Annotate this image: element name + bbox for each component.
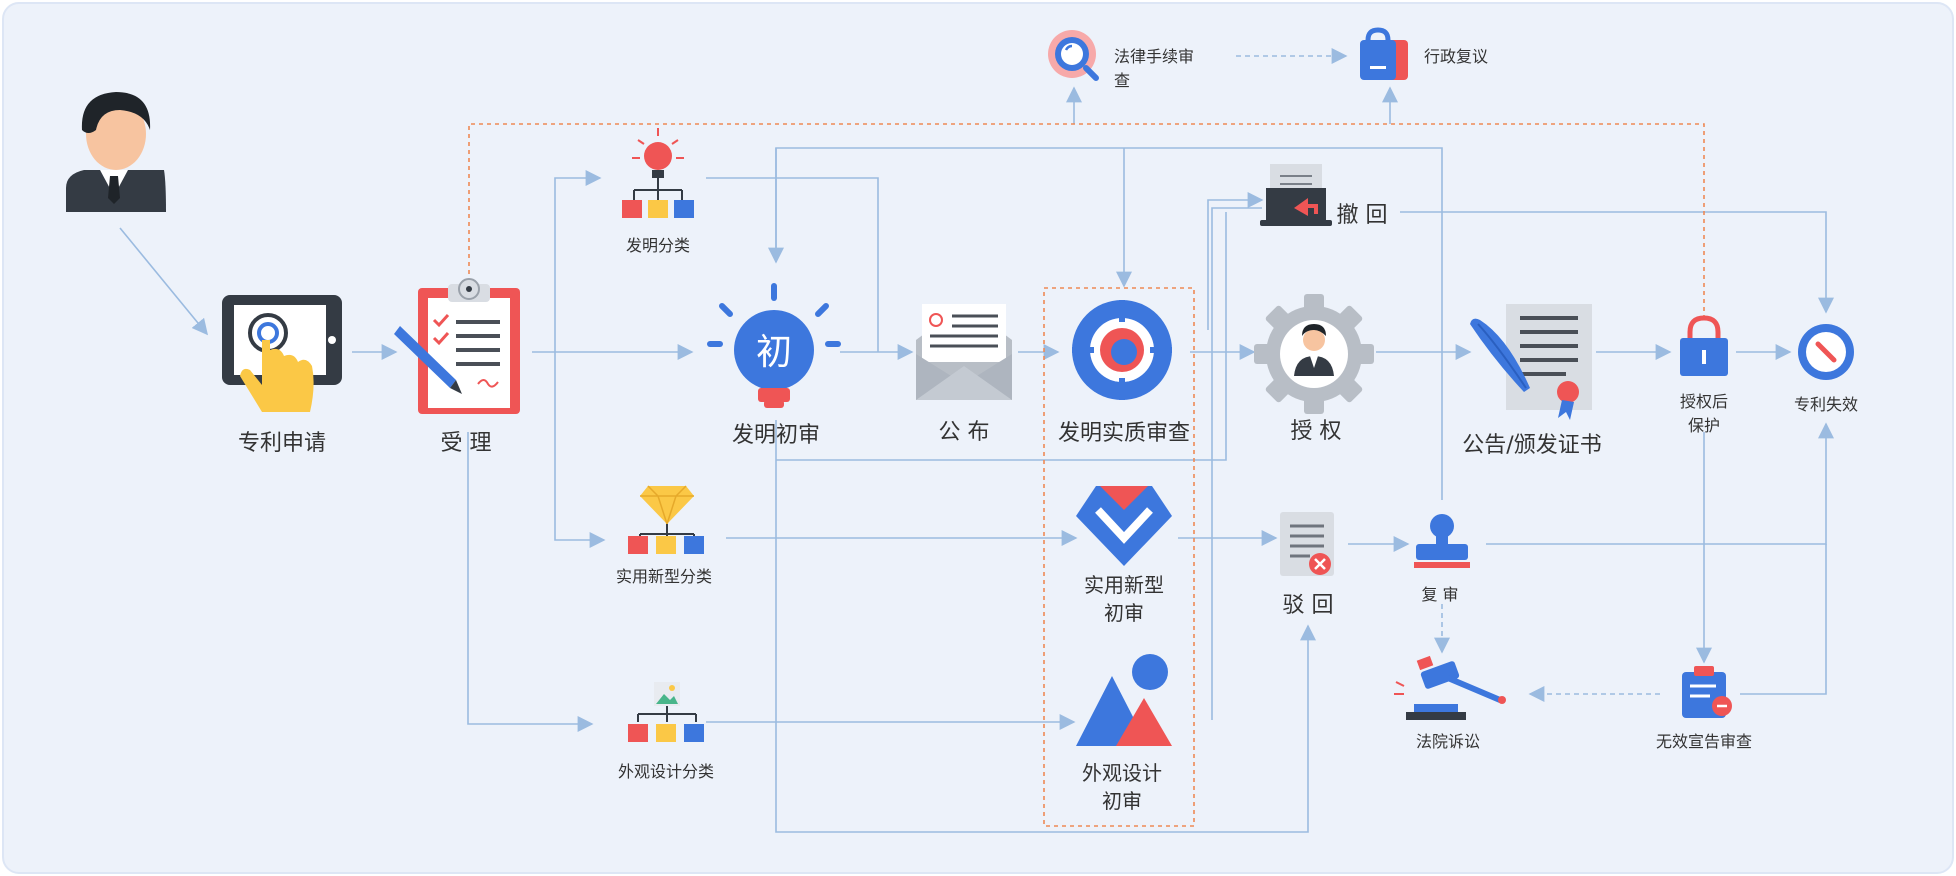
node-label-protect-2: 保护 [1688, 416, 1720, 435]
publish-icon [916, 304, 1012, 400]
node-label-invention-classify: 发明分类 [626, 236, 690, 255]
node-label-design-prelim-1: 外观设计 [1082, 761, 1162, 785]
node-label-apply: 专利申请 [238, 431, 326, 456]
connector-prelim-withdraw [776, 212, 1227, 461]
reexam-icon [1414, 514, 1470, 568]
connector-to-withdraw [1207, 192, 1264, 330]
node-label-court: 法院诉讼 [1416, 732, 1480, 751]
invention-prelim-icon: 初 [707, 283, 841, 408]
node-label-grant: 授 权 [1291, 419, 1342, 444]
connector-accept-design-classify [467, 432, 594, 732]
grant-icon [1254, 294, 1374, 414]
node-label-design-classify: 外观设计分类 [618, 762, 714, 781]
prelim-char: 初 [756, 332, 792, 373]
utility-prelim-icon [1076, 486, 1172, 566]
node-label-reexam: 复 审 [1421, 585, 1458, 604]
utility-classify-icon [628, 485, 704, 554]
node-label-utility-prelim-2: 初审 [1104, 601, 1144, 625]
node-label-substantive: 发明实质审查 [1058, 421, 1190, 446]
connector-inv-classify-publish [706, 177, 879, 352]
node-label-admin-review: 行政复议 [1424, 47, 1488, 66]
acceptance-icon [394, 278, 520, 414]
node-label-publish: 公 布 [939, 420, 990, 445]
announce-certificate-icon [1470, 304, 1592, 420]
node-label-design-prelim-2: 初审 [1102, 789, 1142, 813]
node-label-protect-1: 授权后 [1680, 392, 1728, 411]
node-label-withdraw: 撤 回 [1337, 203, 1388, 228]
node-label-expire: 专利失效 [1794, 395, 1858, 414]
patent-expire-icon [1798, 324, 1854, 380]
legal-procedure-path [468, 123, 1705, 318]
connector-accept-util-classify [554, 352, 606, 548]
node-label-invalidation: 无效宣告审查 [1656, 732, 1752, 751]
design-classify-icon [628, 682, 704, 742]
patent-application-icon [222, 295, 342, 412]
connector-prelim-reject [775, 420, 1316, 833]
connectors [119, 48, 1834, 833]
reject-icon [1280, 512, 1334, 576]
node-label-legal-review-2: 查 [1114, 71, 1130, 90]
node-label-invention-prelim: 发明初审 [732, 423, 820, 448]
invalidation-review-icon [1682, 666, 1732, 718]
connector-design-to-withdraw [1211, 207, 1262, 720]
node-label-utility-prelim-1: 实用新型 [1084, 573, 1164, 597]
court-litigation-icon [1394, 655, 1506, 720]
connector-invalidation-expire [1740, 544, 1827, 695]
node-label-accept: 受 理 [441, 431, 492, 456]
withdraw-icon [1260, 164, 1332, 226]
applicant-avatar [66, 92, 166, 212]
connector-person-apply [119, 227, 209, 336]
node-label-legal-review-1: 法律手续审 [1114, 47, 1194, 66]
connector-accept-inv-classify [554, 170, 602, 352]
design-prelim-icon [1076, 654, 1172, 746]
node-label-announce: 公告/颁发证书 [1462, 433, 1601, 458]
node-label-reject: 驳 回 [1283, 593, 1334, 618]
examination-group-frame [1043, 287, 1195, 827]
post-grant-protection-icon [1680, 315, 1728, 376]
connector-withdraw-expire [1400, 211, 1834, 314]
invention-classify-icon [622, 128, 694, 218]
legal-procedure-review-icon [1048, 30, 1099, 81]
admin-review-icon [1360, 27, 1408, 80]
substantive-exam-icon [1072, 300, 1172, 400]
node-label-utility-classify: 实用新型分类 [616, 567, 712, 586]
